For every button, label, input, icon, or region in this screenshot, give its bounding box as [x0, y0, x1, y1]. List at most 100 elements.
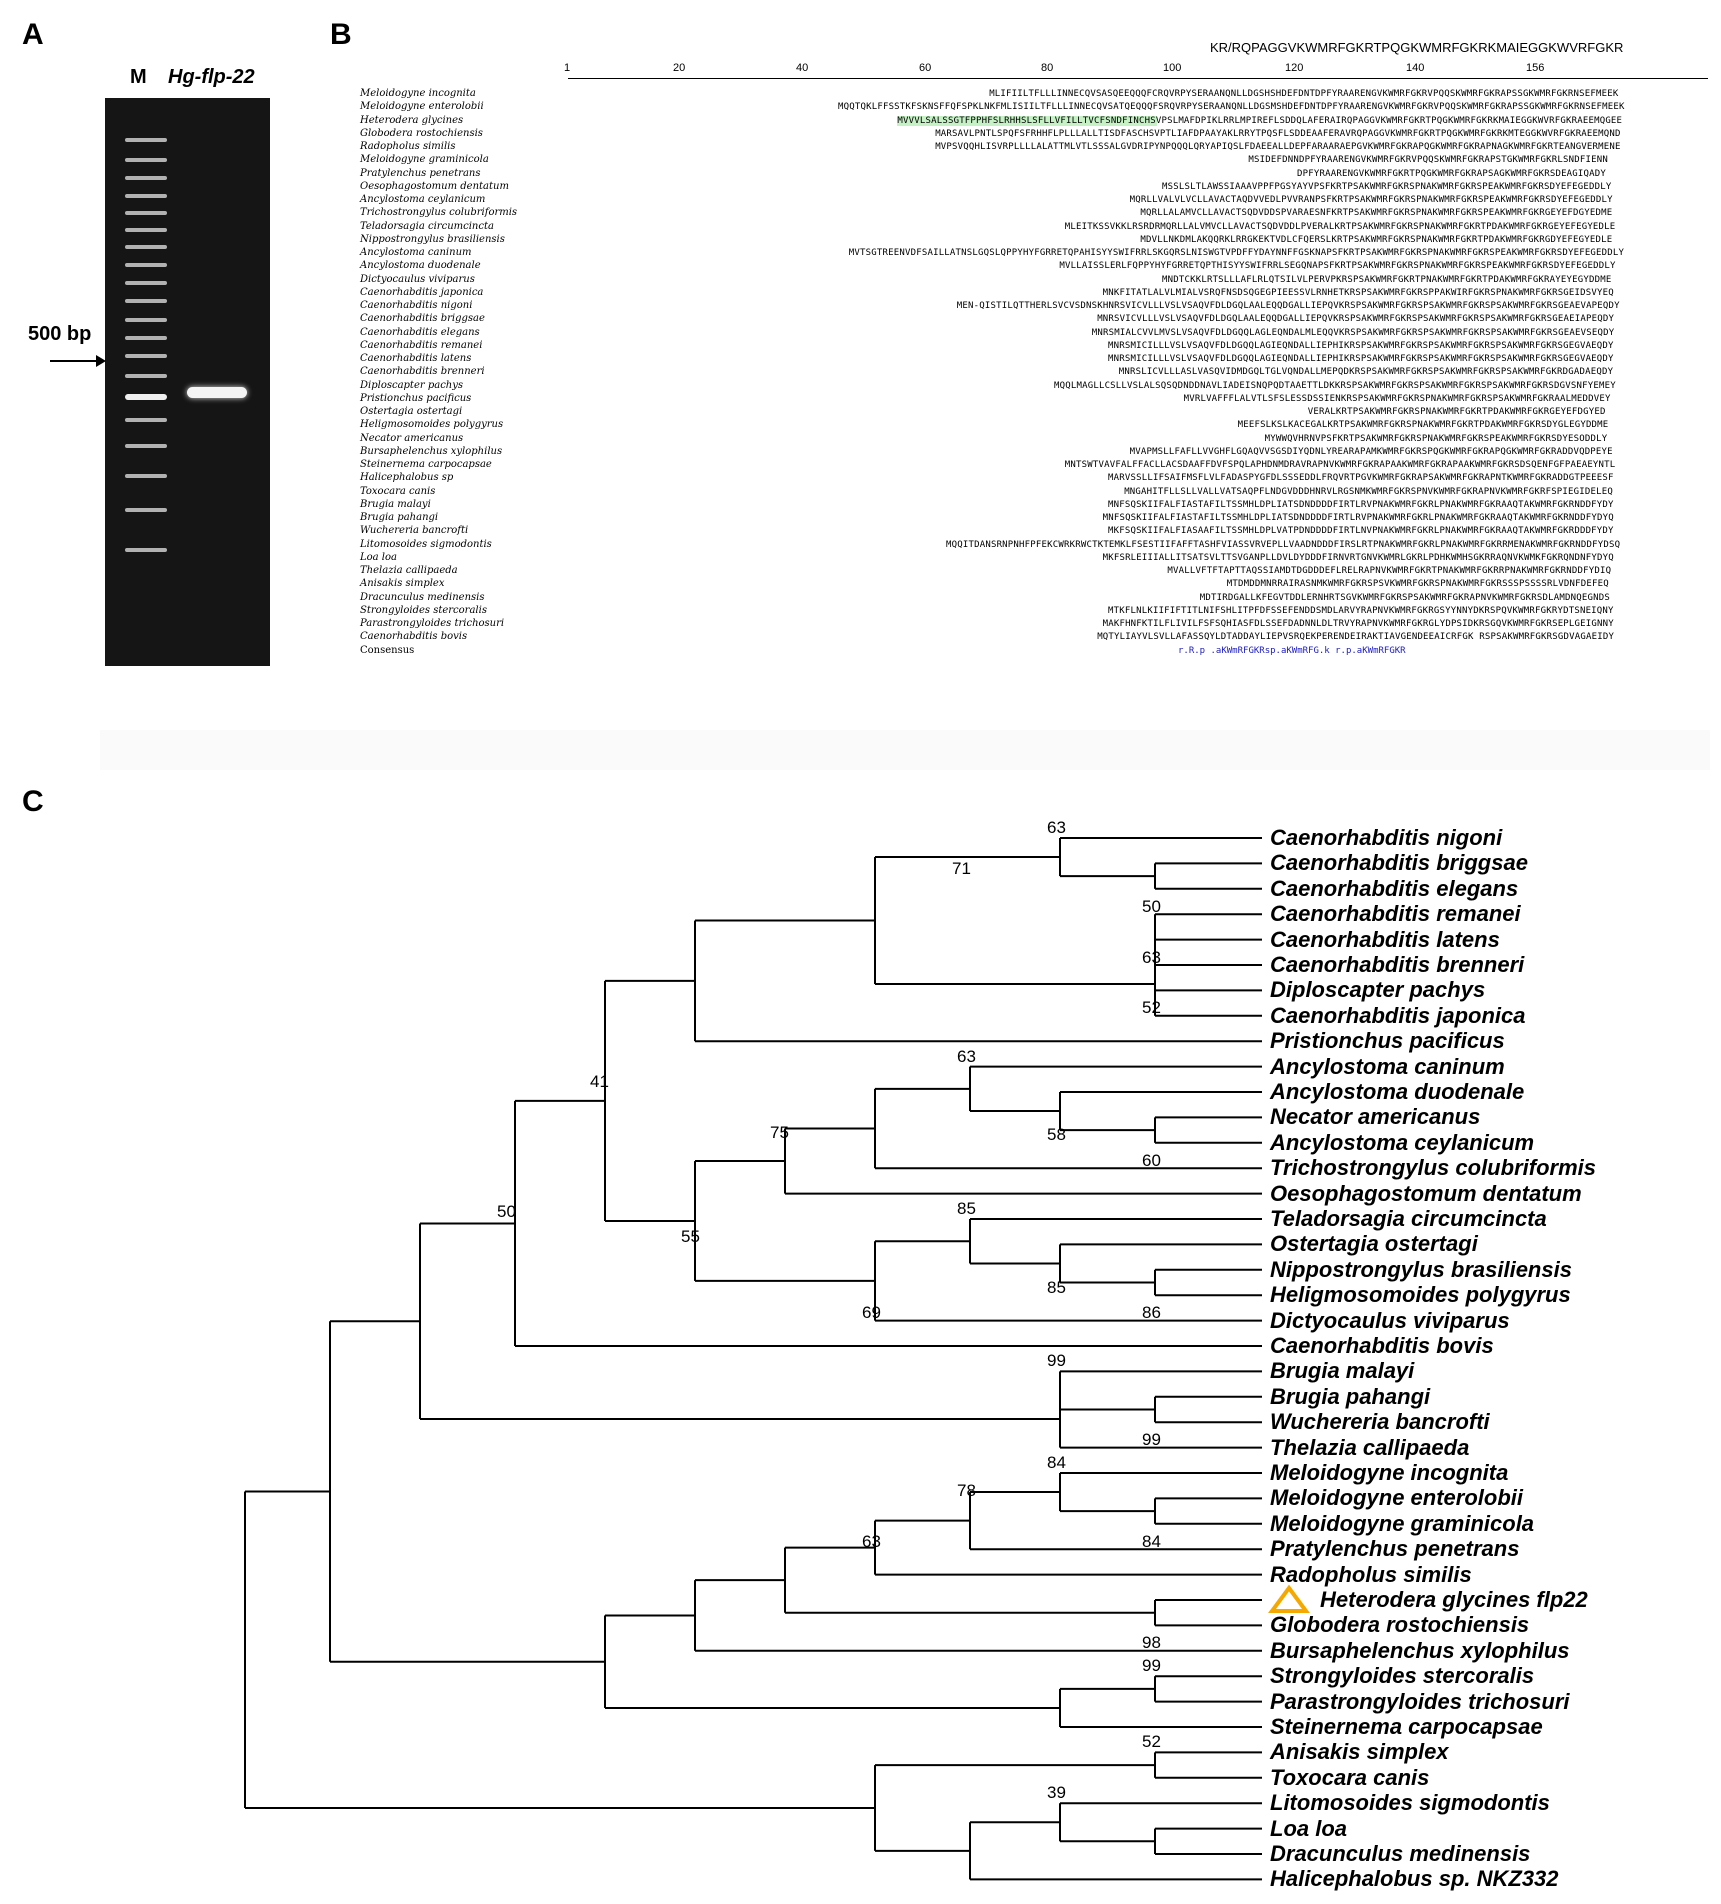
- alignment-row: MDVLLNKDMLAKQQRKLRRGKEKTVDLCFQERSLKRTPSA…: [1140, 234, 1613, 245]
- bootstrap-value: 63: [862, 1531, 881, 1551]
- alignment-row: MAKFHNFKTILFLIVILFSFSQHIASFDLSSEFDADNNLD…: [1102, 619, 1614, 629]
- species-name: Radopholus similis: [360, 141, 456, 152]
- marker-size-label: 500 bp: [28, 323, 92, 345]
- bootstrap-value: 75: [770, 1122, 789, 1142]
- bootstrap-value: 52: [1142, 998, 1161, 1018]
- taxon-label: Wuchereria bancrofti: [1270, 1409, 1490, 1435]
- ladder-band: [125, 336, 167, 340]
- species-name: Meloidogyne graminicola: [360, 154, 489, 166]
- bootstrap-value: 99: [1142, 1656, 1161, 1676]
- alignment-row: MEEFSLKSLKACEGALKRTPSAKWMRFGKRSPNAKWMRFG…: [1237, 420, 1609, 431]
- ladder-band: [125, 245, 167, 249]
- panel-label-b: B: [330, 18, 352, 51]
- taxon-label: Heterodera glycines flp22: [1320, 1587, 1588, 1612]
- ladder-band: [125, 418, 167, 422]
- ruler-line: [568, 78, 1708, 79]
- ladder-band: [125, 299, 167, 303]
- ladder-band: [125, 548, 167, 552]
- species-name: Litomosoides sigmodontis: [360, 538, 492, 550]
- alignment-row: MNFSQSKIIFALFIASTAFILTSSMHLDPLIATSDNDDDD…: [1108, 499, 1614, 510]
- taxon-label: Caenorhabditis bovis: [1270, 1333, 1494, 1358]
- alignment-row: MNTSWTVAVFALFFACLLACSDAAFFDVFSPQLAPHDNMD…: [1064, 460, 1616, 470]
- bootstrap-value: 85: [957, 1199, 976, 1218]
- alignment-row: MSSLSLTLAWSSIAAAVPPFPGSYAYVPSFKRTPSAKWMR…: [1162, 181, 1612, 192]
- species-name: Bursaphelenchus xylophilus: [360, 445, 503, 457]
- taxon-label: Nippostrongylus brasiliensis: [1270, 1256, 1572, 1282]
- species-name: Caenorhabditis nigoni: [360, 300, 473, 311]
- species-name: Heterodera glycines: [360, 114, 464, 126]
- species-name: Loa loa: [360, 551, 397, 563]
- alignment-row: MKFSRLEIIIALLITSATSVLTTSVGANPLLDVLDYDDDF…: [1102, 552, 1614, 563]
- ladder-band: [125, 374, 167, 378]
- taxon-label: Caenorhabditis briggsae: [1270, 850, 1528, 876]
- ruler-tick: 120: [1285, 62, 1304, 74]
- alignment-row: MNDTCKKLRTSLLLAFLRLQTSILVLPERVPKRSPSAKWM…: [1162, 274, 1612, 285]
- alignment-row: MQQITDANSRNPNHFPFEKCWRKRWCTKTEMKLFSESTII…: [946, 539, 1621, 550]
- alignment-row: MARVSSLLIFSAIFMSFLVLFADASPYGFDLSSSEDDLFR…: [1108, 473, 1614, 484]
- taxon-label: Pristionchus pacificus: [1270, 1028, 1505, 1054]
- bootstrap-value: 50: [1142, 896, 1161, 916]
- alignment-row: MNRSMICILLLVSLVSAQVFDLDGQQLAGIEQNDALLIEP…: [1108, 354, 1614, 364]
- species-name: Trichostrongylus colubriformis: [360, 207, 518, 219]
- ruler-tick: 1: [564, 62, 571, 74]
- species-name: Caenorhabditis briggsae: [360, 313, 485, 325]
- ladder-band: [125, 263, 167, 267]
- species-name: Heligmosomoides polygyrus: [360, 419, 504, 431]
- species-name: Nippostrongylus brasiliensis: [360, 233, 505, 245]
- species-name: Dictyocaulus viviparus: [360, 273, 475, 285]
- ladder-band: [125, 444, 167, 448]
- alignment-row: MVRLVAFFFLALVTLSFSLESSDSSIENKRSPSAKWMRFG…: [1183, 393, 1611, 404]
- species-name: Caenorhabditis brenneri: [360, 366, 485, 378]
- ruler-tick: 40: [796, 62, 809, 74]
- sample-band: [187, 387, 247, 398]
- taxon-label: Caenorhabditis latens: [1270, 926, 1500, 952]
- alignment-row: MDTIRDGALLKFEGVTDDLERNHRTSGVKWMRFGKRSPSA…: [1199, 592, 1610, 603]
- alignment-row: MEN-QISTILQTTHERLSVCVSDNSKHNRSVICVLLLVSL…: [956, 301, 1620, 311]
- lane-label-marker: M: [130, 66, 147, 88]
- ladder-band: [125, 194, 167, 198]
- bootstrap-value: 99: [1142, 1430, 1161, 1450]
- ladder-band: [125, 158, 167, 162]
- taxon-label: Halicephalobus sp. NKZ332: [1270, 1866, 1559, 1892]
- taxon-label: Bursaphelenchus xylophilus: [1270, 1637, 1570, 1663]
- ladder-band: [125, 281, 167, 285]
- taxon-label: Meloidogyne incognita: [1270, 1460, 1509, 1485]
- bootstrap-value: 50: [497, 1201, 516, 1221]
- taxon-label: Caenorhabditis remanei: [1270, 901, 1521, 927]
- bootstrap-value: 63: [957, 1046, 976, 1066]
- ladder-band: [125, 318, 167, 322]
- alignment-row: MSIDEFDNNDPFYRAARENGVKWMRFGKRVPQQSKWMRFG…: [1248, 155, 1608, 166]
- lane-label-sample: Hg-flp-22: [168, 66, 255, 88]
- taxon-label: Dracunculus medinensis: [1270, 1841, 1531, 1866]
- taxon-label: Caenorhabditis japonica: [1270, 1002, 1526, 1028]
- taxon-label: Caenorhabditis brenneri: [1270, 952, 1525, 977]
- species-name: Meloidogyne enterolobii: [360, 101, 484, 113]
- bootstrap-value: 41: [590, 1072, 609, 1091]
- bootstrap-value: 84: [1047, 1453, 1066, 1472]
- panel-label-a: A: [22, 18, 44, 51]
- bootstrap-value: 60: [1142, 1150, 1161, 1170]
- species-name: Steinernema carpocapsae: [360, 459, 492, 470]
- taxon-label: Meloidogyne graminicola: [1270, 1510, 1535, 1536]
- ladder-band: [125, 508, 167, 512]
- motif-sequence: KR/RQPAGGVKWMRFGKRTPQGKWMRFGKRKMAIEGGKWV…: [1210, 40, 1624, 55]
- species-name: Pristionchus pacificus: [360, 392, 472, 404]
- alignment-row: MTKFLNLKIIFIFTITLNIFSHLITPFDFSSEFENDDSMD…: [1108, 605, 1614, 616]
- bootstrap-value: 78: [957, 1481, 976, 1500]
- ruler-tick: 156: [1526, 62, 1545, 74]
- species-name: Ancylostoma duodenale: [360, 260, 481, 272]
- species-name: Necator americanus: [360, 432, 464, 444]
- alignment-row: MVTSGTREENVDFSAILLATNSLGQSLQPPYHYFGRRETQ…: [848, 248, 1625, 258]
- taxon-label: Pratylenchus penetrans: [1270, 1536, 1520, 1562]
- ruler-tick: 140: [1406, 62, 1425, 74]
- bootstrap-value: 58: [1047, 1125, 1066, 1145]
- alignment-row: MLEITKSSVKKLRSRDRMQRLLALVMVCLLAVACTSQDVD…: [1064, 221, 1616, 232]
- taxon-label: Thelazia callipaeda: [1270, 1434, 1470, 1460]
- bootstrap-value: 69: [862, 1303, 881, 1323]
- taxon-label: Parastrongyloides trichosuri: [1270, 1688, 1570, 1714]
- ladder-band: [125, 474, 167, 478]
- species-name: Caenorhabditis japonica: [360, 286, 484, 298]
- taxon-label: Ancylostoma duodenale: [1270, 1079, 1525, 1104]
- bootstrap-value: 63: [1047, 818, 1066, 837]
